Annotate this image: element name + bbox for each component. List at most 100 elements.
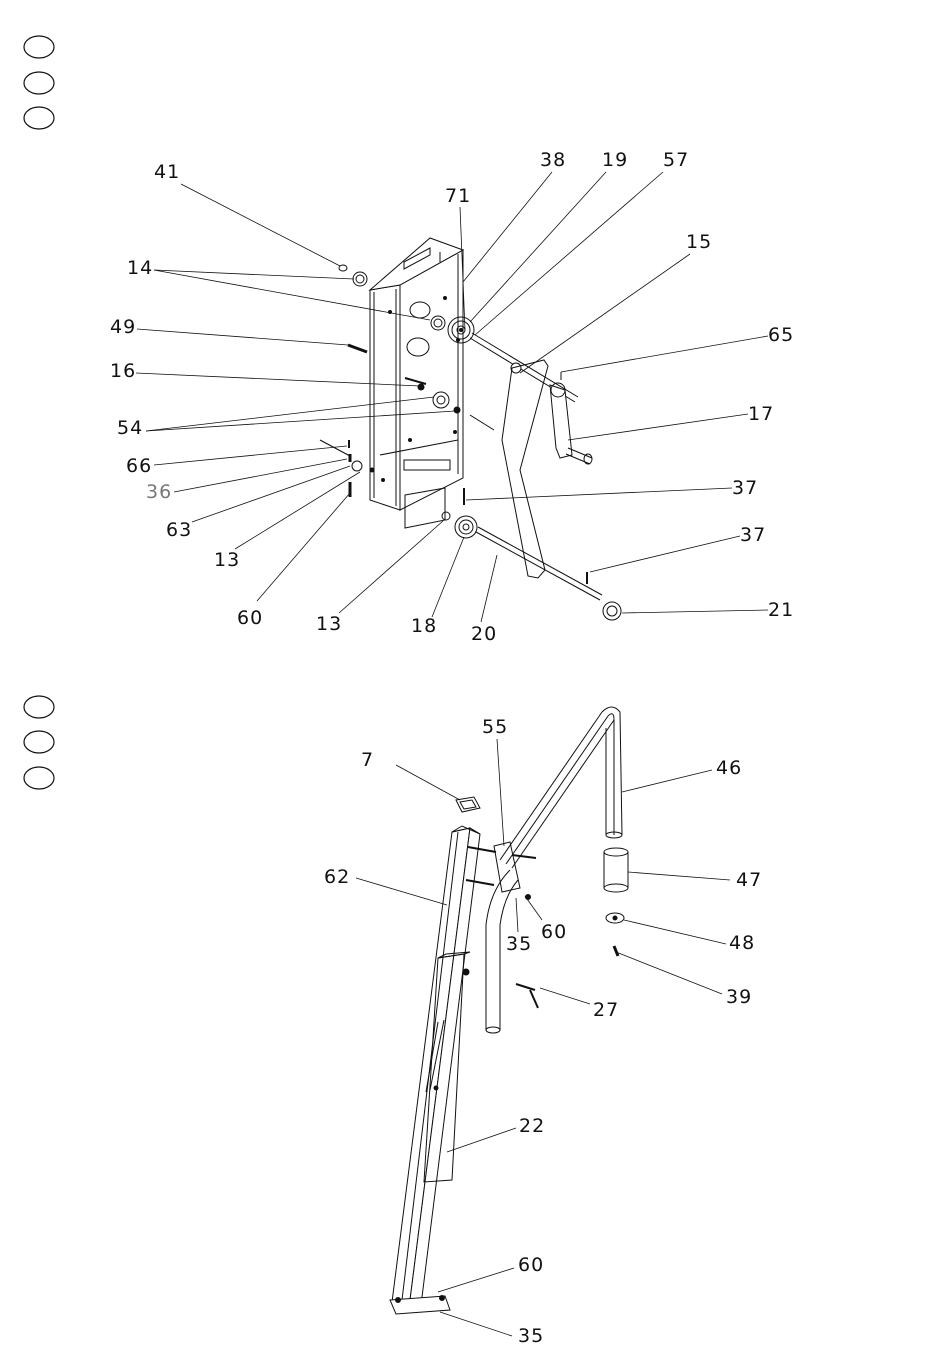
leader-line [475, 172, 663, 335]
leader-line [396, 765, 460, 800]
callout-18: 18 [411, 537, 464, 637]
marker-ellipse [24, 696, 54, 718]
drive-belt [502, 360, 548, 578]
leader-line [624, 920, 726, 944]
leader-line [622, 610, 768, 613]
callout-57: 57 [475, 149, 689, 335]
callout-15: 15 [520, 231, 712, 373]
callout-60: 60 [438, 1254, 544, 1292]
callout-41: 41 [154, 161, 340, 266]
callout-label: 27 [593, 999, 619, 1021]
callout-label: 14 [127, 257, 153, 279]
leader-line [447, 1128, 516, 1152]
leader-line [440, 1312, 512, 1336]
leader-line [154, 446, 347, 465]
leader-line [520, 254, 690, 373]
callout-label: 62 [324, 866, 350, 888]
callout-label: 7 [361, 749, 374, 771]
washer-41 [339, 265, 347, 271]
callout-62: 62 [324, 866, 447, 905]
callout-label: 37 [740, 524, 766, 546]
leader-line [497, 739, 504, 846]
leader-line [137, 329, 348, 345]
callout-label: 19 [602, 149, 628, 171]
callout-38: 38 [463, 149, 566, 282]
callout-label: 13 [316, 613, 342, 635]
callout-label: 57 [663, 149, 689, 171]
callout-label: 37 [732, 477, 758, 499]
sprocket-upper [448, 317, 474, 343]
knob-21 [603, 602, 621, 620]
callout-label: 49 [110, 316, 136, 338]
callout-35: 35 [440, 1312, 544, 1347]
marker-ellipse [24, 767, 54, 789]
callout-39: 39 [616, 952, 752, 1008]
callout-20: 20 [471, 555, 497, 645]
sleeve-47 [604, 848, 628, 892]
marker-ellipse [24, 36, 54, 58]
callout-label: 38 [540, 149, 566, 171]
callout-48: 48 [624, 920, 755, 954]
callout-66: 66 [126, 446, 347, 477]
callout-label: 65 [768, 324, 794, 346]
housing-frame [370, 238, 463, 528]
marker-group-top [24, 36, 54, 129]
callout-label: 20 [471, 623, 497, 645]
callout-label: 60 [518, 1254, 544, 1276]
callout-13: 13 [214, 472, 360, 571]
leader-line [463, 172, 552, 282]
callout-label: 46 [716, 757, 742, 779]
upper-assembly-drawing [320, 238, 621, 620]
boom-arm [500, 707, 622, 868]
callout-label: 18 [411, 615, 437, 637]
marker-group-bottom [24, 696, 54, 789]
callout-label: 36 [146, 481, 172, 503]
callout-label: 66 [126, 455, 152, 477]
callout-label: 39 [726, 986, 752, 1008]
leader-line [257, 493, 350, 601]
tube-cap [456, 797, 480, 812]
sprocket-lower [455, 516, 477, 538]
callout-label: 63 [166, 519, 192, 541]
callout-46: 46 [622, 757, 742, 792]
upright-tube [392, 826, 480, 1305]
leader-line [192, 466, 350, 522]
crank-arm [550, 383, 592, 464]
leader-line [568, 414, 748, 440]
callout-65: 65 [561, 324, 794, 372]
marker-ellipse [24, 731, 54, 753]
leader-line [481, 555, 497, 622]
callout-label: 48 [729, 932, 755, 954]
marker-ellipse [24, 72, 54, 94]
callout-17: 17 [568, 403, 774, 440]
callout-21: 21 [622, 599, 794, 621]
leader-line [561, 336, 768, 372]
bolt-49 [348, 345, 367, 352]
callout-label: 55 [482, 716, 508, 738]
leader-line [432, 537, 464, 617]
leader-line [181, 184, 340, 266]
leader-line [616, 952, 722, 994]
leader-line [628, 872, 730, 880]
callout-label: 35 [506, 933, 532, 955]
callout-label: 47 [736, 869, 762, 891]
callout-label: 60 [237, 607, 263, 629]
callout-label: 71 [445, 185, 471, 207]
callout-27: 27 [540, 988, 619, 1021]
callout-label: 16 [110, 360, 136, 382]
callout-36: 36 [146, 459, 347, 503]
callout-label: 15 [686, 231, 712, 253]
marker-ellipse [24, 107, 54, 129]
callout-63: 63 [166, 466, 350, 541]
leader-line [356, 878, 447, 905]
callout-35: 35 [506, 898, 532, 955]
callout-label: 60 [541, 921, 567, 943]
leader-line [438, 1268, 514, 1292]
callout-label: 54 [117, 417, 143, 439]
callout-label: 35 [518, 1325, 544, 1347]
callout-label: 17 [748, 403, 774, 425]
bearing-14-outer [353, 272, 367, 286]
leader-line [516, 898, 518, 932]
